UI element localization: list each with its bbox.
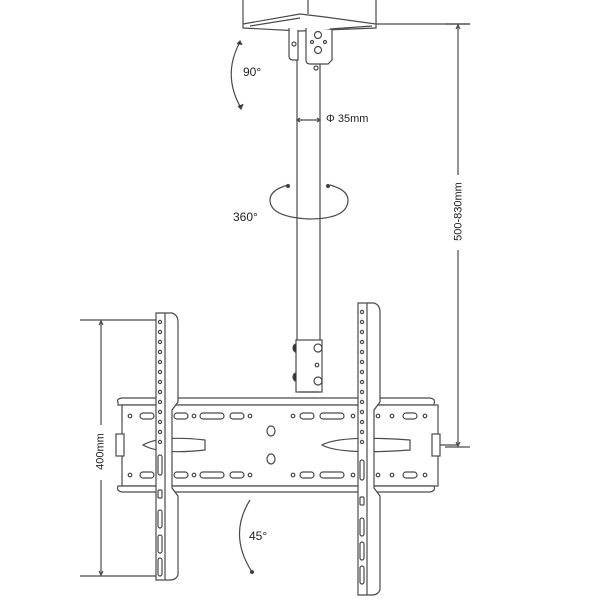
- tv-plate: [115, 397, 458, 493]
- vesa-height-dimension: [80, 319, 158, 577]
- vesa-height-label: 400mm: [94, 433, 107, 470]
- ceiling-plate: [242, 13, 377, 32]
- pole-length-label: 500-830mm: [452, 182, 465, 241]
- pole: [295, 60, 322, 345]
- swivel-angle-label: 360°: [233, 210, 258, 224]
- right-vertical-arm: [357, 302, 381, 596]
- pole-connector: [292, 339, 323, 393]
- left-vertical-arm: [155, 312, 179, 581]
- tilt-arc-90: [230, 41, 242, 109]
- pole-diameter-label: Φ 35mm: [326, 113, 369, 125]
- pole-length-dimension: [445, 23, 470, 448]
- tilt-arc-45: [238, 499, 253, 573]
- screen-tilt-angle-label: 45°: [249, 529, 268, 543]
- swivel-arc-360: [269, 184, 349, 220]
- ceiling-bracket: [288, 28, 333, 71]
- ceiling-tilt-angle-label: 90°: [243, 65, 262, 79]
